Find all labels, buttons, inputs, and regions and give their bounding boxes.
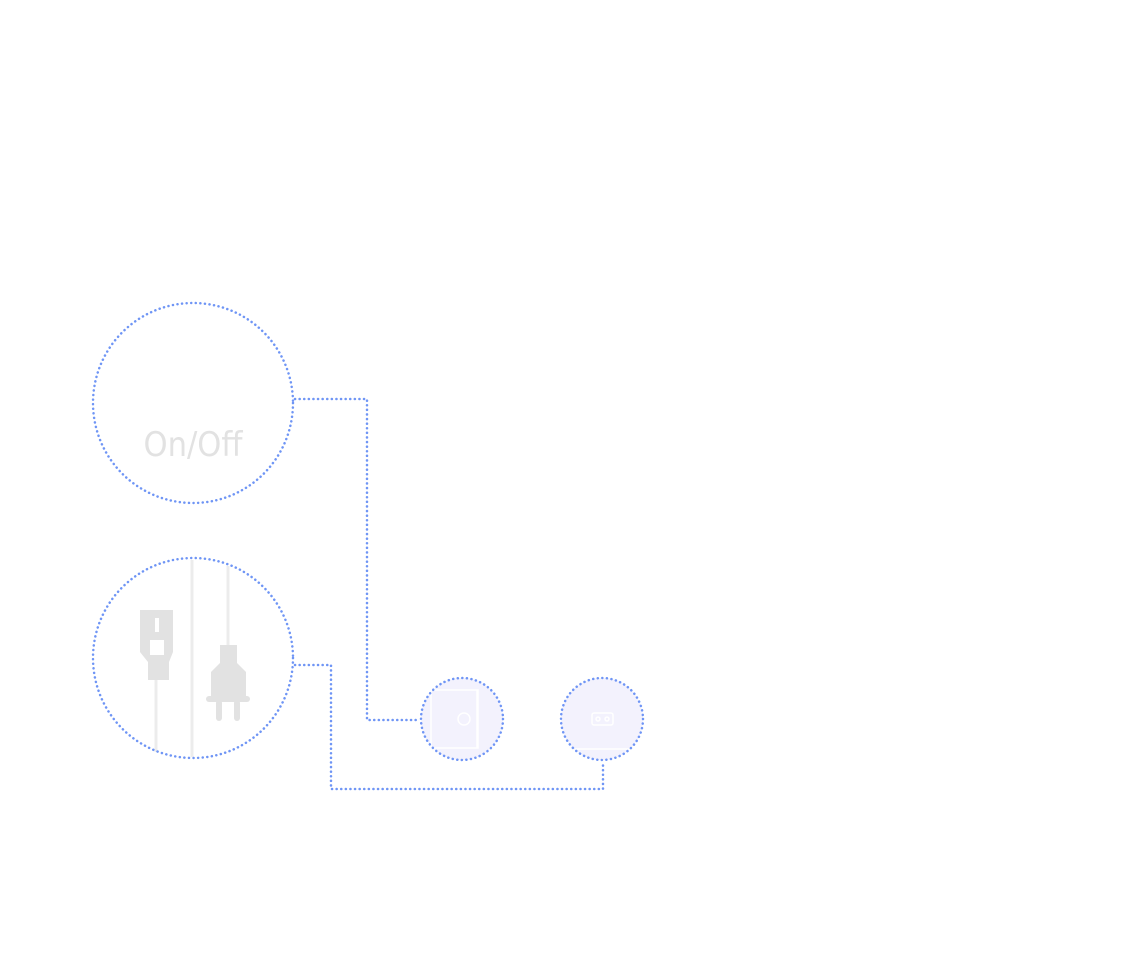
us-plug-icon (140, 610, 173, 752)
connector-onoff (293, 397, 422, 722)
eu-plug-icon (206, 566, 250, 721)
power-port-icon (575, 712, 630, 750)
onoff-callout: On/Off (91, 301, 295, 505)
power-button-target (419, 676, 505, 762)
connector-plug (293, 663, 605, 791)
power-button-icon (430, 689, 479, 749)
onoff-label: On/Off (144, 425, 244, 465)
power-port-target (559, 676, 645, 762)
plug-callout (91, 556, 295, 760)
